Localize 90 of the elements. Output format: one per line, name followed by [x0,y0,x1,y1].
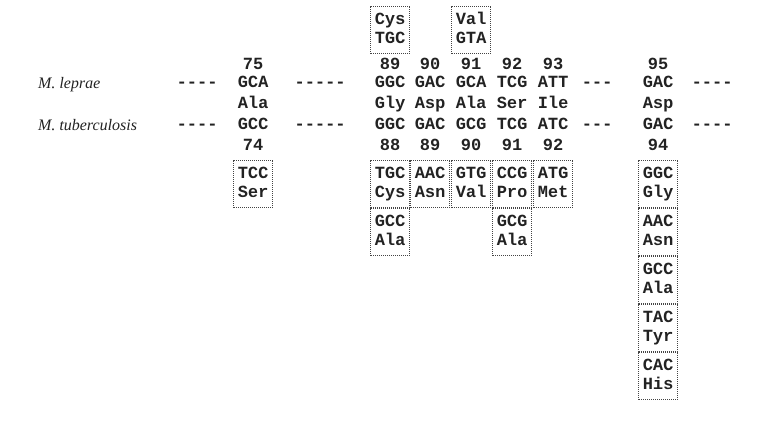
codon-box [638,352,678,400]
codon-box [451,6,491,54]
amino-acid: Asn [414,184,446,203]
amino-acid: Ala [496,232,528,251]
codon: GTG [456,165,486,184]
codon-box [451,160,491,208]
codon: AAC [414,165,446,184]
codon: GGC [642,165,674,184]
amino-acid: Ala [374,232,406,251]
gap-dashes: ---- [692,75,732,93]
gap-dashes: ----- [294,117,346,135]
codon: GAC [414,75,446,93]
amino-acid: Ala [456,96,486,114]
species-name: M. leprae [38,75,100,93]
amino-acid: His [642,376,674,395]
position-number: 91 [502,138,522,156]
position-number: 90 [420,57,440,75]
amino-acid: Gly [374,96,406,114]
codon: AAC [642,213,674,232]
codon: GCC [642,261,674,280]
codon: TAC [642,309,674,328]
position-number: 89 [380,57,400,75]
position-number: 90 [460,138,482,156]
codon: ATC [538,117,568,135]
position-number: 93 [542,57,564,75]
amino-acid: Ser [238,184,268,203]
codon-box [638,256,678,304]
species-name: M. tuberculosis [38,117,137,135]
gap-dashes: ---- [692,117,732,135]
codon: ATT [538,75,568,93]
gap-dashes: ----- [294,75,346,93]
amino-acid: Asp [414,96,446,114]
codon-box [410,160,450,208]
position-number: 75 [242,57,264,75]
amino-acid: Cys [374,184,406,203]
position-number: 89 [420,138,440,156]
amino-acid: Val [456,11,486,30]
amino-acid: Asp [642,96,674,114]
codon: TCG [496,117,528,135]
codon-box [492,208,532,256]
gap-dashes: --- [582,117,612,135]
codon-box [533,160,573,208]
codon: TGC [374,165,406,184]
amino-acid: Met [538,184,568,203]
codon-box [233,160,273,208]
codon-box [638,160,678,208]
codon: GGC [374,117,406,135]
position-number: 92 [502,57,522,75]
gap-dashes: --- [582,75,612,93]
codon: CCG [496,165,528,184]
codon: GCC [238,117,268,135]
codon-box [370,208,410,256]
codon: GCA [456,75,486,93]
codon-box [370,160,410,208]
codon: CAC [642,357,674,376]
amino-acid: Val [456,184,486,203]
position-number: 88 [380,138,400,156]
amino-acid: Cys [374,11,406,30]
gap-dashes: ---- [176,75,218,93]
codon: GCG [456,117,486,135]
codon: TCC [238,165,268,184]
codon: TCG [496,75,528,93]
position-number: 95 [648,57,668,75]
amino-acid: Ile [538,96,568,114]
codon: GCG [496,213,528,232]
gap-dashes: ---- [176,117,218,135]
codon: GAC [642,75,674,93]
codon-box [370,6,410,54]
codon: TGC [374,30,406,49]
position-number: 94 [648,138,668,156]
amino-acid: Pro [496,184,528,203]
position-number: 92 [542,138,564,156]
position-number: 91 [460,57,482,75]
codon: GCC [374,213,406,232]
amino-acid: Ala [238,96,268,114]
codon-box [638,208,678,256]
codon: ATG [538,165,568,184]
codon: GGC [374,75,406,93]
codon: GAC [414,117,446,135]
amino-acid: Asn [642,232,674,251]
amino-acid: Ser [496,96,528,114]
amino-acid: Gly [642,184,674,203]
amino-acid: Tyr [642,328,674,347]
codon-box [492,160,532,208]
codon: GAC [642,117,674,135]
amino-acid: Ala [642,280,674,299]
codon: GCA [238,75,268,93]
codon: GTA [456,30,486,49]
position-number: 74 [242,138,264,156]
codon-box [638,304,678,352]
